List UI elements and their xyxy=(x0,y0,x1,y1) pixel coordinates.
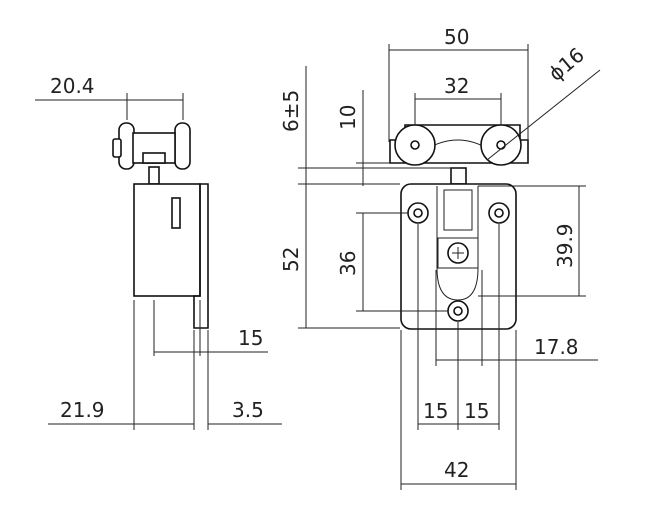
front-axle-left xyxy=(410,140,420,150)
front-body-channel xyxy=(436,186,479,301)
dim-15-right: 15 xyxy=(464,399,489,423)
dim-6-pm-5: 6±5 xyxy=(279,90,303,132)
side-view: 20.4 15 21.9 3.5 xyxy=(35,74,282,430)
dim-20-4: 20.4 xyxy=(50,74,95,98)
dim-52: 52 xyxy=(279,247,303,272)
dim-phi-16: ϕ16 xyxy=(544,43,589,86)
dim-42: 42 xyxy=(444,458,469,482)
dim-17-8: 17.8 xyxy=(534,335,579,359)
dim-15-left: 15 xyxy=(423,399,448,423)
side-axle-left xyxy=(112,138,122,158)
side-body xyxy=(133,183,201,297)
front-body-slot xyxy=(443,189,473,231)
dim-39-9: 39.9 xyxy=(553,223,577,268)
side-plate xyxy=(193,183,209,329)
front-view: 50 32 ϕ16 6±5 10 52 36 39.9 xyxy=(279,25,601,490)
dim-36: 36 xyxy=(336,251,360,276)
front-stem xyxy=(450,167,467,185)
dim-50: 50 xyxy=(444,25,469,49)
side-body-slot xyxy=(171,197,181,229)
dim-3-5: 3.5 xyxy=(232,398,264,422)
dim-10: 10 xyxy=(336,105,360,130)
dim-32: 32 xyxy=(444,74,469,98)
side-wheel-right xyxy=(174,122,191,170)
front-axle-right xyxy=(496,140,506,150)
dim-15-side: 15 xyxy=(238,326,263,350)
adjust-plate xyxy=(437,237,479,269)
side-carriage-slot xyxy=(142,152,166,164)
dim-21-9: 21.9 xyxy=(60,398,105,422)
side-stem xyxy=(148,166,160,185)
